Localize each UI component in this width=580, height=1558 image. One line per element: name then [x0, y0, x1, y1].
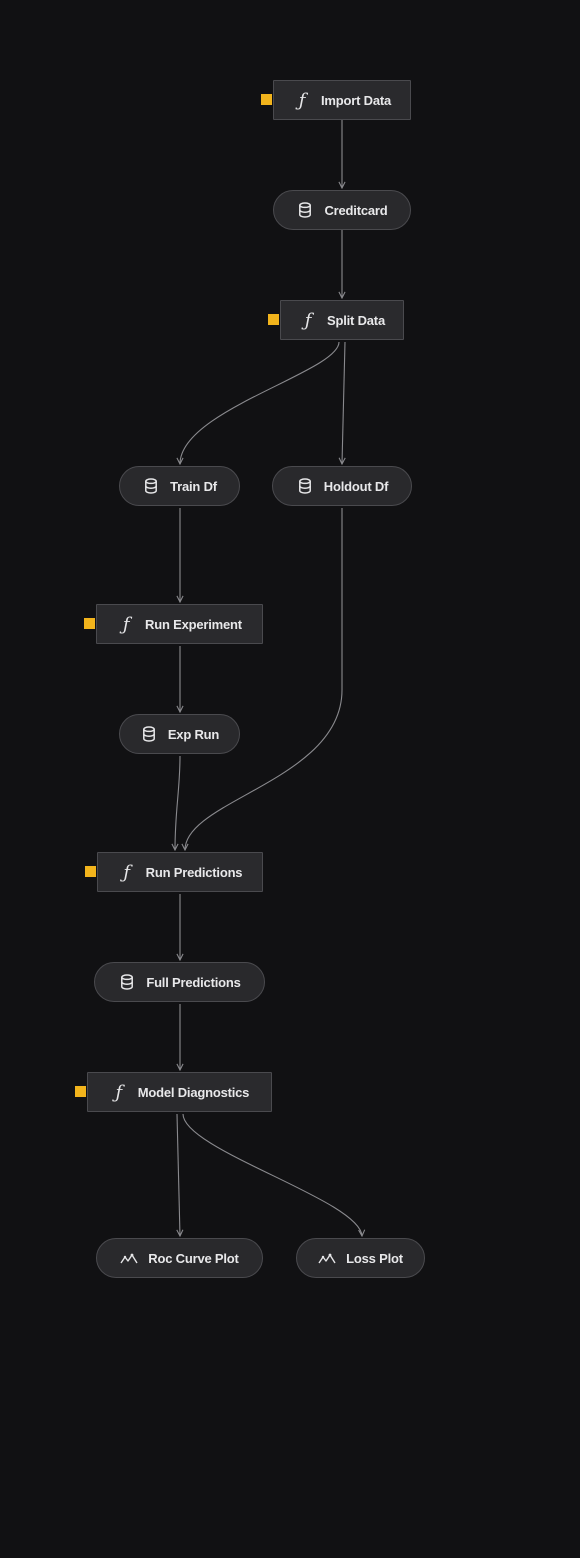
parameter-pin[interactable]: [85, 866, 96, 877]
edge-split-data-to-train-df: [180, 341, 340, 464]
database-icon: [296, 477, 314, 495]
node-loss-plot[interactable]: Loss Plot: [296, 1238, 425, 1278]
node-full-predictions[interactable]: Full Predictions: [94, 962, 265, 1002]
node-label: Train Df: [170, 478, 217, 494]
node-label: Full Predictions: [146, 974, 241, 990]
edge-model-diagnostics-to-roc-curve-plot: [177, 1113, 180, 1236]
node-holdout-df[interactable]: Holdout Df: [272, 466, 412, 506]
edge-model-diagnostics-to-loss-plot: [182, 1113, 362, 1236]
node-roc-curve-plot[interactable]: Roc Curve Plot: [96, 1238, 263, 1278]
edge-holdout-df-to-run-predictions: [185, 508, 343, 850]
parameter-pin[interactable]: [75, 1086, 86, 1097]
node-label: Loss Plot: [346, 1250, 403, 1266]
node-train-df[interactable]: Train Df: [119, 466, 240, 506]
node-run-experiment[interactable]: ƒ Run Experiment: [96, 604, 263, 644]
parameter-pin[interactable]: [261, 94, 272, 105]
function-icon: ƒ: [298, 89, 306, 111]
function-icon: ƒ: [115, 1081, 123, 1103]
database-icon: [140, 725, 158, 743]
node-label: Split Data: [327, 312, 385, 328]
chart-icon: [120, 1249, 138, 1267]
function-icon: ƒ: [304, 309, 312, 331]
node-split-data[interactable]: ƒ Split Data: [280, 300, 404, 340]
database-icon: [296, 201, 314, 219]
node-exp-run[interactable]: Exp Run: [119, 714, 240, 754]
parameter-pin[interactable]: [84, 618, 95, 629]
node-label: Run Experiment: [145, 616, 242, 632]
function-icon: ƒ: [123, 861, 130, 883]
edge-split-data-to-holdout-df: [342, 341, 345, 464]
node-run-predictions[interactable]: ƒ Run Predictions: [97, 852, 263, 892]
function-icon: ƒ: [122, 613, 130, 635]
node-label: Holdout Df: [323, 478, 389, 494]
chart-icon: [318, 1249, 336, 1267]
node-label: Model Diagnostics: [137, 1084, 250, 1100]
node-creditcard[interactable]: Creditcard: [273, 190, 411, 230]
node-label: Roc Curve Plot: [148, 1250, 239, 1266]
parameter-pin[interactable]: [268, 314, 279, 325]
node-import-data[interactable]: ƒ Import Data: [273, 80, 411, 120]
edge-exp-run-to-run-predictions: [175, 755, 181, 850]
node-label: Creditcard: [324, 202, 388, 218]
node-label: Import Data: [320, 92, 392, 108]
node-label: Exp Run: [167, 726, 220, 742]
node-model-diagnostics[interactable]: ƒ Model Diagnostics: [87, 1072, 272, 1112]
database-icon: [142, 477, 160, 495]
database-icon: [118, 973, 136, 991]
node-label: Run Predictions: [145, 864, 243, 880]
